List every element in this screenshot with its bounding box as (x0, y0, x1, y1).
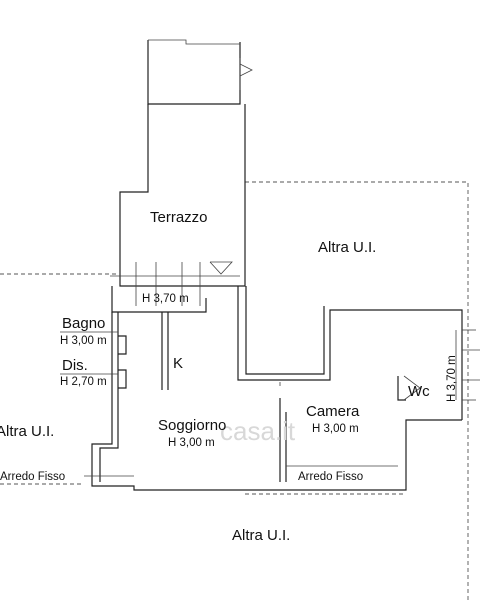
room-label-wc: Wc (408, 383, 430, 400)
room-height-terrazzo: H 3,70 m (142, 293, 189, 305)
room-label-altra-ui-left: Altra U.I. (0, 423, 54, 440)
room-label-altra-ui-top: Altra U.I. (318, 239, 376, 256)
room-height-bagno: H 3,00 m (60, 335, 107, 347)
room-height-soggiorno: H 3,00 m (168, 437, 215, 449)
room-label-dis: Dis. (62, 357, 88, 374)
room-height-camera: H 3,00 m (312, 423, 359, 435)
arredo-fisso-left: Arredo Fisso (0, 471, 65, 483)
room-label-camera: Camera (306, 403, 360, 420)
terrace-outline (110, 39, 253, 306)
room-label-bagno: Bagno (62, 315, 105, 332)
room-label-kitchen: K (173, 355, 183, 372)
room-height-wc: H 3,70 m (446, 355, 458, 402)
room-label-soggiorno: Soggiorno (158, 417, 226, 434)
arredo-fisso-right: Arredo Fisso (298, 471, 363, 483)
room-height-dis: H 2,70 m (60, 376, 107, 388)
watermark: casa.it (220, 416, 296, 446)
room-label-terrazzo: Terrazzo (150, 209, 208, 226)
neighbour-boundaries (0, 181, 469, 600)
room-label-altra-ui-bottom: Altra U.I. (232, 527, 290, 544)
apartment-walls (84, 286, 480, 491)
